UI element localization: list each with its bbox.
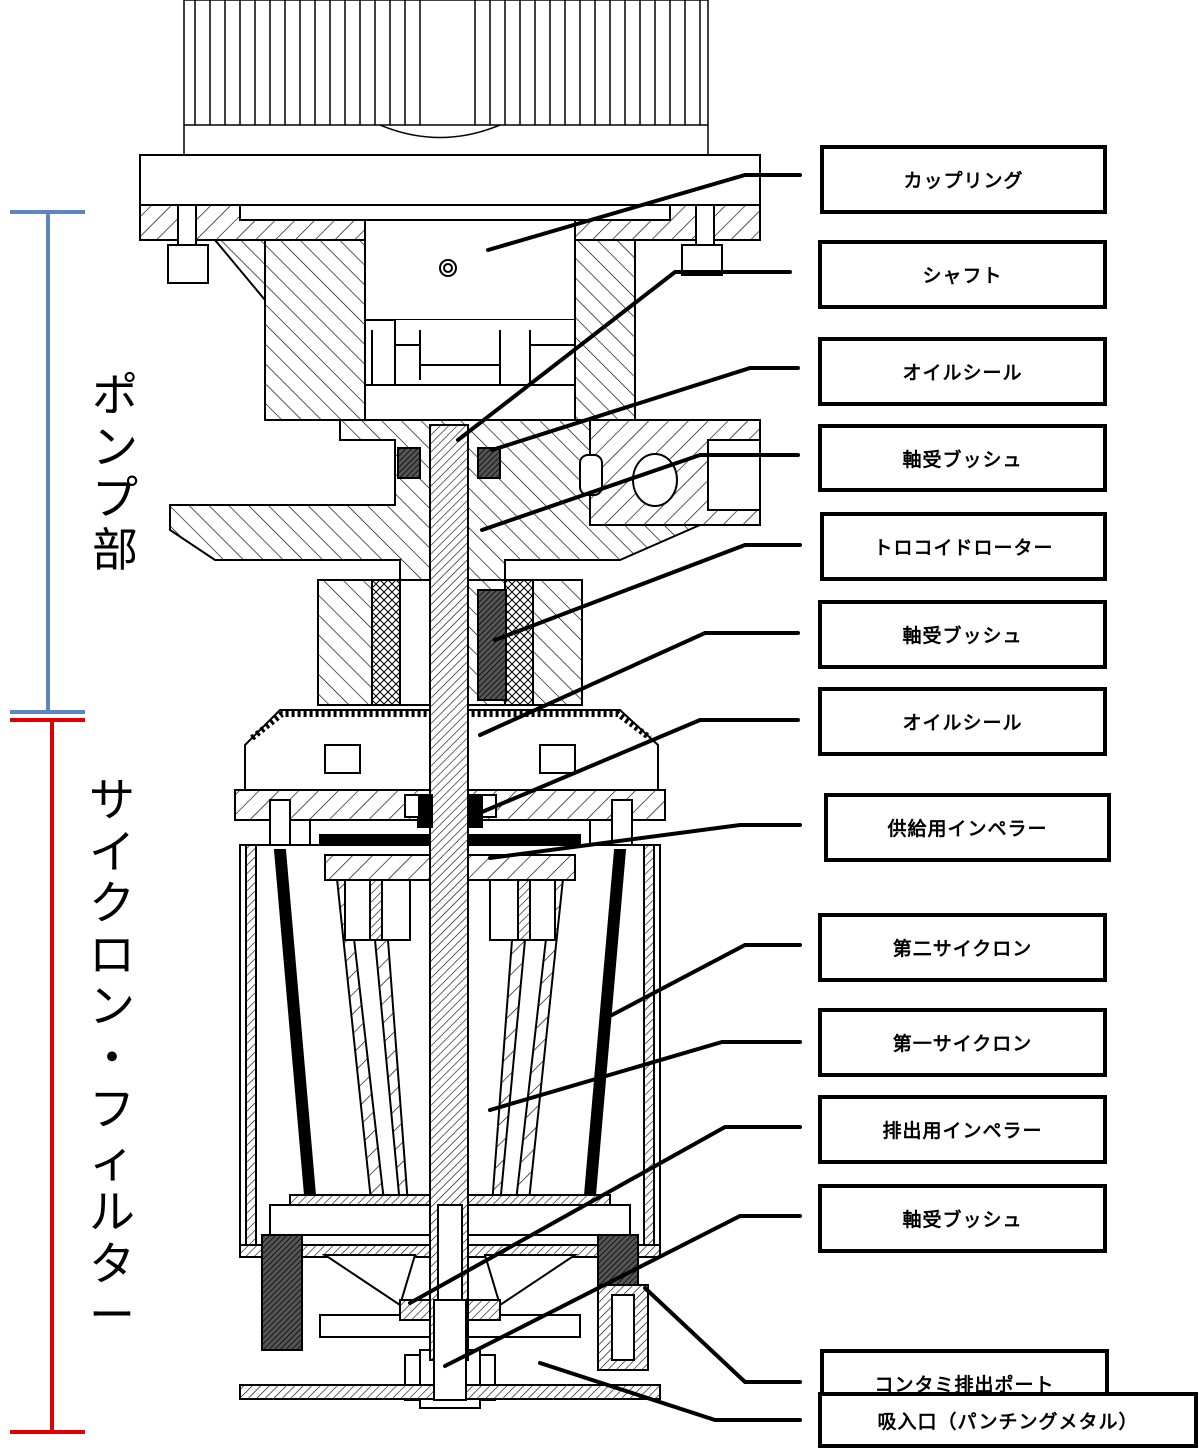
motor-body (183, 0, 709, 156)
label-rotor: トロコイドローター (820, 512, 1107, 581)
label-second-cyclone: 第二サイクロン (818, 913, 1107, 982)
section-label-char: 部 (92, 522, 138, 577)
cyclone-section-bracket (10, 718, 85, 1434)
leader-bushing-2 (478, 631, 800, 737)
leader-inlet (538, 1361, 802, 1422)
section-label-char: ー (89, 1288, 135, 1343)
motor-flange (139, 154, 761, 284)
leader-bushing-3 (443, 1214, 802, 1368)
label-oil-seal-1: オイルシール (818, 337, 1107, 406)
section-label-char: ィ (89, 1133, 135, 1188)
pump-section-bracket (10, 210, 85, 714)
leader-bushing-1 (480, 453, 800, 532)
label-coupling: カップリング (820, 145, 1107, 214)
first-cyclone (344, 879, 556, 1206)
section-label-char: ン (92, 419, 138, 474)
section-label-char: ン (89, 979, 135, 1034)
section-label-char: サ (89, 773, 135, 827)
section-label-char: ・ (89, 1030, 135, 1085)
leader-second-cyclone (610, 943, 802, 1017)
label-supply-impeller: 供給用インペラー (824, 793, 1111, 862)
label-bushing-3: 軸受ブッシュ (818, 1184, 1107, 1253)
leader-oil-seal-2 (480, 718, 800, 814)
section-label-char: ロ (89, 927, 135, 982)
section-label-char: プ (92, 471, 138, 526)
section-label-char: フ (89, 1082, 135, 1137)
leader-supply-impeller (488, 823, 802, 860)
section-label-char: イ (89, 824, 135, 879)
shaft (397, 424, 501, 1401)
leader-oil-seal-1 (490, 366, 800, 452)
label-oil-seal-2: オイルシール (818, 687, 1107, 756)
leader-contam-port (643, 1286, 802, 1384)
coupling (364, 219, 576, 421)
second-cyclone (324, 854, 576, 1211)
leader-shaft (456, 270, 792, 442)
leader-lines (408, 173, 802, 1422)
label-first-cyclone: 第一サイクロン (818, 1008, 1107, 1077)
label-shaft: シャフト (818, 240, 1107, 309)
section-label-char: ク (89, 876, 135, 931)
section-label-char: ル (89, 1185, 135, 1240)
section-label-char: タ (89, 1236, 135, 1291)
label-bushing-2: 軸受ブッシュ (818, 600, 1107, 669)
label-inlet: 吸入口（パンチングメタル） (818, 1392, 1198, 1448)
leader-first-cyclone (488, 1040, 802, 1112)
label-bushing-1: 軸受ブッシュ (818, 424, 1107, 492)
pump-section-label: ポンプ部 (85, 368, 145, 577)
leader-rotor (493, 543, 802, 642)
cyclone-section-label: サイクロン・フィルター (82, 773, 142, 1343)
leader-coupling (486, 173, 802, 252)
label-discharge-impeller: 排出用インペラー (818, 1095, 1107, 1164)
pump-housing (169, 239, 761, 581)
section-label-char: ポ (92, 368, 138, 422)
leader-discharge-impeller (408, 1125, 802, 1305)
